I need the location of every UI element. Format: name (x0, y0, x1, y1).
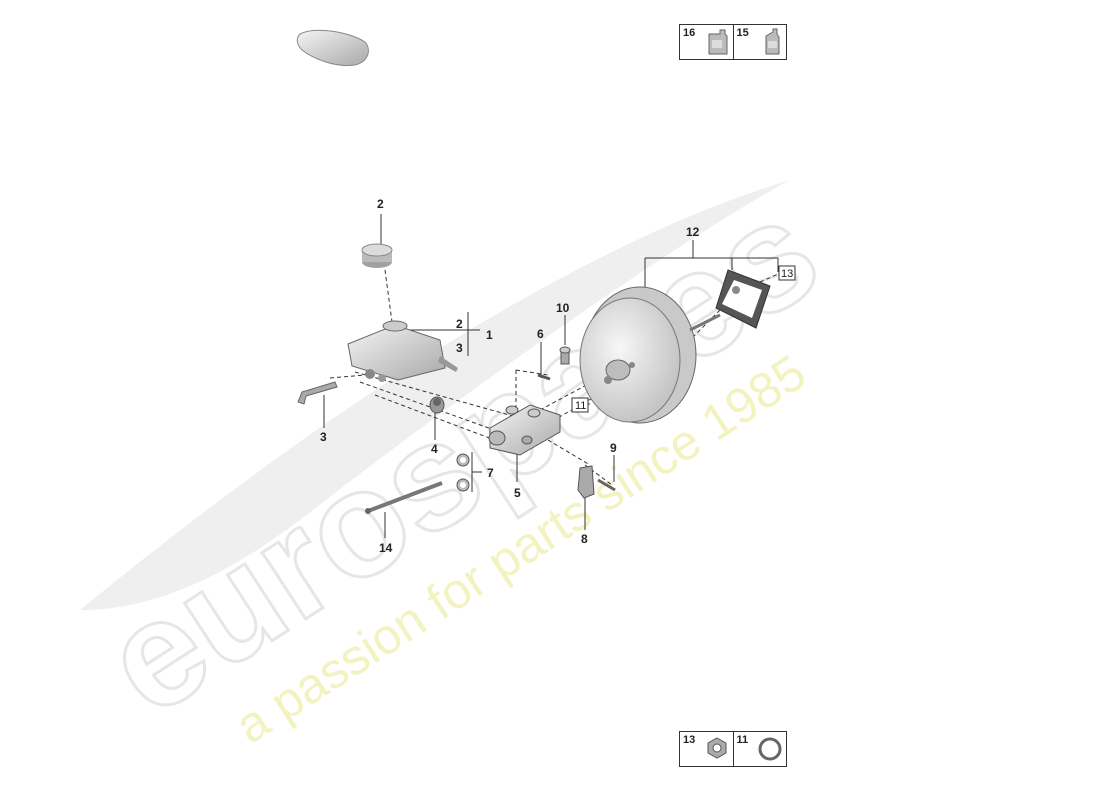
reservoir-hose (297, 381, 338, 405)
callout-4: 4 (431, 442, 438, 456)
booster-gasket (715, 269, 771, 329)
bolt (597, 478, 616, 492)
bracket (577, 465, 595, 499)
ref-number: 11 (736, 734, 749, 746)
ref-box-bottom: 13 11 (679, 731, 787, 767)
vacuum-sensor (559, 346, 571, 365)
callout-14: 14 (379, 541, 393, 555)
watermark-swoosh (80, 180, 790, 610)
callout-2: 2 (456, 317, 463, 331)
brake-fluid-reservoir (347, 320, 458, 382)
master-cylinder (488, 404, 561, 456)
boxed-callout-11-frame (571, 397, 589, 413)
brake-booster (579, 286, 721, 424)
hex-nut-icon (707, 737, 726, 759)
callout-3: 3 (456, 341, 463, 355)
brake-fluid-container-icon (296, 29, 369, 67)
ref-cell-13: 13 (680, 732, 734, 766)
grommet (429, 396, 445, 414)
leader-lines (323, 214, 779, 538)
pin (537, 373, 551, 381)
callout-8: 8 (581, 532, 588, 546)
seal-rings (456, 453, 470, 492)
boxed-callout-11: 11 (575, 400, 586, 412)
callout-3-bottom: 3 (320, 430, 327, 444)
boxed-callout-13: 13 (781, 268, 793, 280)
ref-cell-15: 15 (734, 25, 787, 59)
callout-10: 10 (556, 301, 570, 315)
seal-ring-icon (758, 737, 782, 761)
callout-6: 6 (537, 327, 544, 341)
callout-7: 7 (487, 466, 494, 480)
callout-1: 1 (486, 328, 493, 342)
ref-cell-16: 16 (680, 25, 734, 59)
callout-5: 5 (514, 486, 521, 500)
reservoir-cap (361, 243, 393, 268)
ref-number: 16 (683, 27, 696, 39)
callout-2-top: 2 (377, 197, 384, 211)
callout-9: 9 (610, 441, 617, 455)
oil-bottle-icon (765, 28, 780, 55)
ref-cell-11: 11 (734, 732, 787, 766)
oil-canister-large-icon (708, 29, 727, 55)
callout-12: 12 (686, 225, 700, 239)
ref-number: 13 (683, 734, 696, 746)
ref-number: 15 (736, 27, 749, 39)
push-rod (365, 481, 443, 514)
boxed-callout-13-frame (778, 265, 796, 281)
ref-box-top: 16 15 (679, 24, 787, 60)
